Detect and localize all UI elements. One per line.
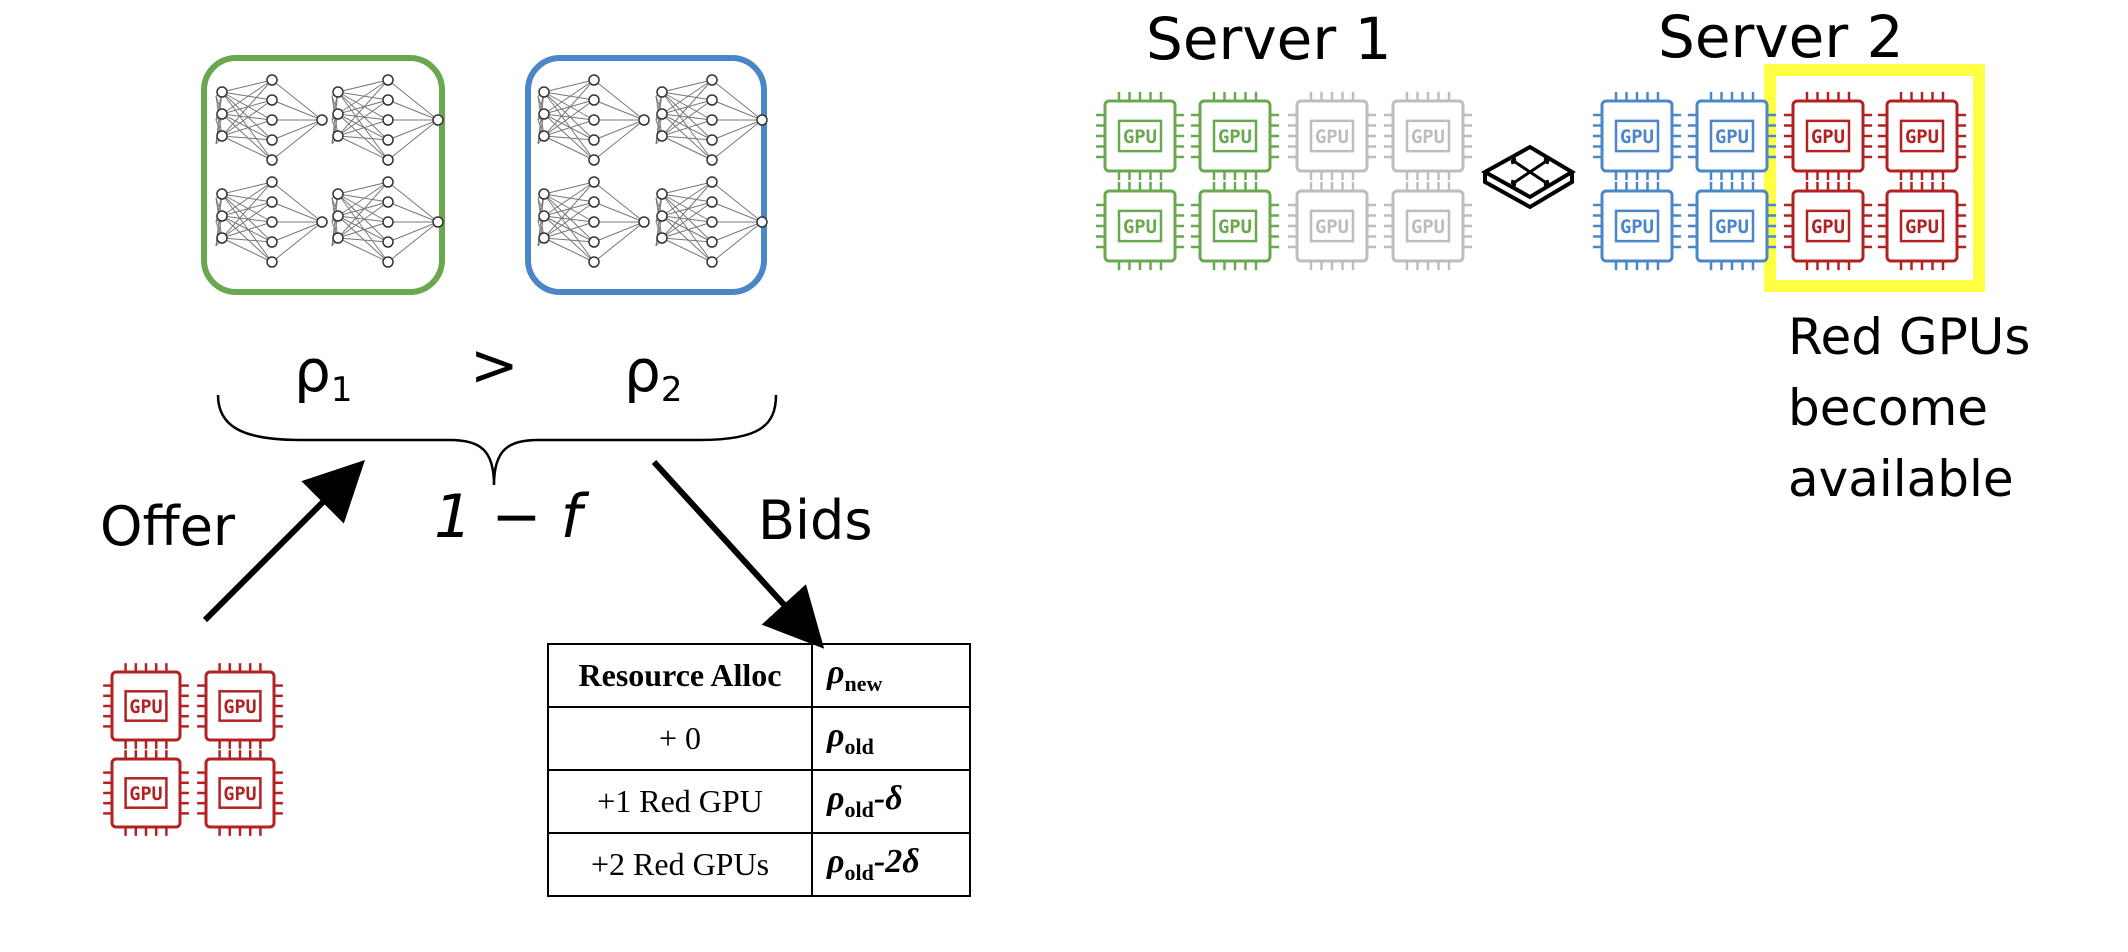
bids-table: Resource Alloc ρnew + 0 ρold +1 Red GPU … <box>547 643 971 897</box>
gpu-chip-label: GPU <box>1620 126 1654 148</box>
neural-network-icon <box>331 176 444 268</box>
gpu-chip-icon: GPU <box>1190 91 1280 181</box>
neural-network-icon <box>215 176 328 268</box>
formula-label: 1 − f <box>434 482 582 552</box>
gpu-chip-icon: GPU <box>1383 91 1473 181</box>
neural-network-icon <box>537 74 768 268</box>
gpu-chip-icon: GPU <box>1095 91 1185 181</box>
gpu-chip-label: GPU <box>1620 216 1654 238</box>
alloc-cell: + 0 <box>547 706 813 771</box>
model-box-green <box>201 55 445 295</box>
rho-right: ρ2 <box>624 337 683 410</box>
gpu-chip-icon: GPU <box>1783 181 1873 271</box>
gpu-chip-label: GPU <box>129 784 162 805</box>
gpu-chip-icon: GPU <box>1592 91 1682 181</box>
gpu-chip-label: GPU <box>223 784 256 805</box>
gpu-chip-label: GPU <box>1811 126 1845 148</box>
offer-arrow <box>202 460 365 623</box>
gpu-chip-icon: GPU <box>1190 181 1280 271</box>
rho-left: ρ1 <box>294 337 353 410</box>
table-row: +2 Red GPUs ρold-2δ <box>547 832 971 897</box>
gpu-chip-icon: GPU <box>1592 181 1682 271</box>
gpu-chip-label: GPU <box>1411 216 1445 238</box>
neural-network-icon <box>537 74 650 166</box>
gpu-chip-label: GPU <box>1905 216 1939 238</box>
gpu-chip-label: GPU <box>1315 126 1349 148</box>
comparison-sign: > <box>470 331 519 399</box>
alloc-cell: +1 Red GPU <box>547 769 813 834</box>
curly-brace <box>216 394 778 486</box>
gpu-chip-label: GPU <box>223 697 256 718</box>
rho-cell: ρold-2δ <box>811 832 971 897</box>
gpu-chip-icon: GPU <box>1783 91 1873 181</box>
neural-network-icon <box>655 176 768 268</box>
gpu-chip-icon: GPU <box>1287 181 1377 271</box>
rho-cell: ρold <box>811 706 971 771</box>
neural-network-icon <box>215 74 444 268</box>
gpu-chip-label: GPU <box>1905 126 1939 148</box>
server2-gpu-grid: GPU GPU GPU GPU GPU GPU GPU GPU <box>1592 91 1967 271</box>
gpu-chip-label: GPU <box>1123 126 1157 148</box>
gpu-chip-label: GPU <box>1811 216 1845 238</box>
gpu-chip-label: GPU <box>1715 126 1749 148</box>
availability-note: Red GPUs become available <box>1788 308 2031 508</box>
header-rho-new: ρnew <box>811 643 971 708</box>
gpu-chip-label: GPU <box>1315 216 1349 238</box>
bids-label: Bids <box>758 489 873 552</box>
neural-network-icon <box>655 74 768 166</box>
neural-network-icon <box>331 74 444 166</box>
gpu-chip-icon: GPU <box>1687 181 1777 271</box>
gpu-chip-label: GPU <box>129 697 162 718</box>
network-switch-icon <box>1480 144 1576 210</box>
gpu-chip-label: GPU <box>1123 216 1157 238</box>
neural-network-icon <box>215 74 328 166</box>
header-resource-alloc: Resource Alloc <box>547 643 813 708</box>
alloc-cell: +2 Red GPUs <box>547 832 813 897</box>
neural-network-icon <box>537 176 650 268</box>
gpu-chip-icon: GPU <box>103 663 189 749</box>
gpu-chip-icon: GPU <box>1877 181 1967 271</box>
available-highlight <box>1764 64 1985 292</box>
gpu-chip-icon: GPU <box>1287 91 1377 181</box>
server1-title: Server 1 <box>1146 5 1392 73</box>
gpu-chip-icon: GPU <box>1687 91 1777 181</box>
table-row: + 0 ρold <box>547 706 971 771</box>
server1-gpu-grid: GPU GPU GPU GPU GPU GPU GPU GPU <box>1095 91 1473 271</box>
gpu-chip-icon: GPU <box>1095 181 1185 271</box>
offered-gpu-cluster: GPU GPU GPU GPU <box>103 663 283 836</box>
gpu-chip-icon: GPU <box>197 750 283 836</box>
bids-arrow <box>651 459 825 649</box>
table-header-row: Resource Alloc ρnew <box>547 643 971 708</box>
server2-title: Server 2 <box>1658 3 1904 71</box>
gpu-chip-label: GPU <box>1715 216 1749 238</box>
gpu-chip-icon: GPU <box>1383 181 1473 271</box>
gpu-chip-label: GPU <box>1218 216 1252 238</box>
table-row: +1 Red GPU ρold-δ <box>547 769 971 834</box>
rho-cell: ρold-δ <box>811 769 971 834</box>
offer-label: Offer <box>100 495 236 558</box>
gpu-chip-icon: GPU <box>197 663 283 749</box>
gpu-chip-icon: GPU <box>1877 91 1967 181</box>
model-box-blue <box>525 55 767 295</box>
gpu-chip-icon: GPU <box>103 750 189 836</box>
gpu-chip-label: GPU <box>1411 126 1445 148</box>
gpu-chip-label: GPU <box>1218 126 1252 148</box>
